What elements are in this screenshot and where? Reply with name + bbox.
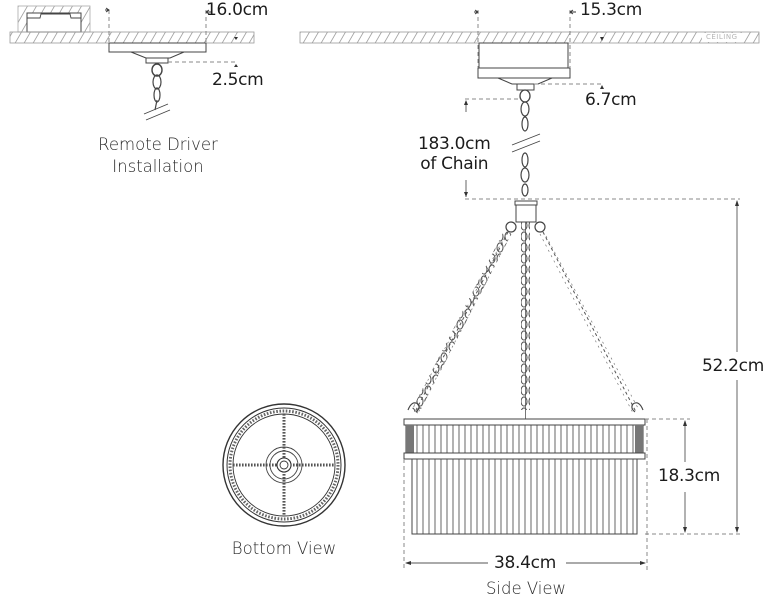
- bottom-view-caption: Bottom View: [231, 539, 337, 558]
- remote-driver-view: [9, 5, 255, 121]
- side-canopy-width-label: 15.3cm: [580, 0, 642, 20]
- chain-length-value: 183.0cm: [418, 134, 491, 154]
- remote-canopy-drop-label: 2.5cm: [212, 70, 264, 90]
- remote-driver-caption-line2: Installation: [112, 157, 204, 176]
- side-view: [299, 9, 760, 570]
- chain-length-suffix: of Chain: [420, 154, 489, 174]
- side-view-caption: Side View: [485, 579, 567, 598]
- shade-width-label: 38.4cm: [494, 553, 556, 573]
- bottom-view: [222, 403, 346, 527]
- shade-height-label: 18.3cm: [658, 466, 720, 486]
- ceiling-label: CEILING: [706, 33, 738, 41]
- remote-driver-caption: Remote Driver Installation: [94, 134, 222, 178]
- remote-canopy-width-label: 16.0cm: [206, 0, 268, 20]
- remote-driver-caption-line1: Remote Driver: [98, 135, 218, 154]
- fixture-height-label: 52.2cm: [702, 356, 764, 376]
- chain-length-label: 183.0cm of Chain: [418, 134, 491, 174]
- side-canopy-height-label: 6.7cm: [585, 90, 637, 110]
